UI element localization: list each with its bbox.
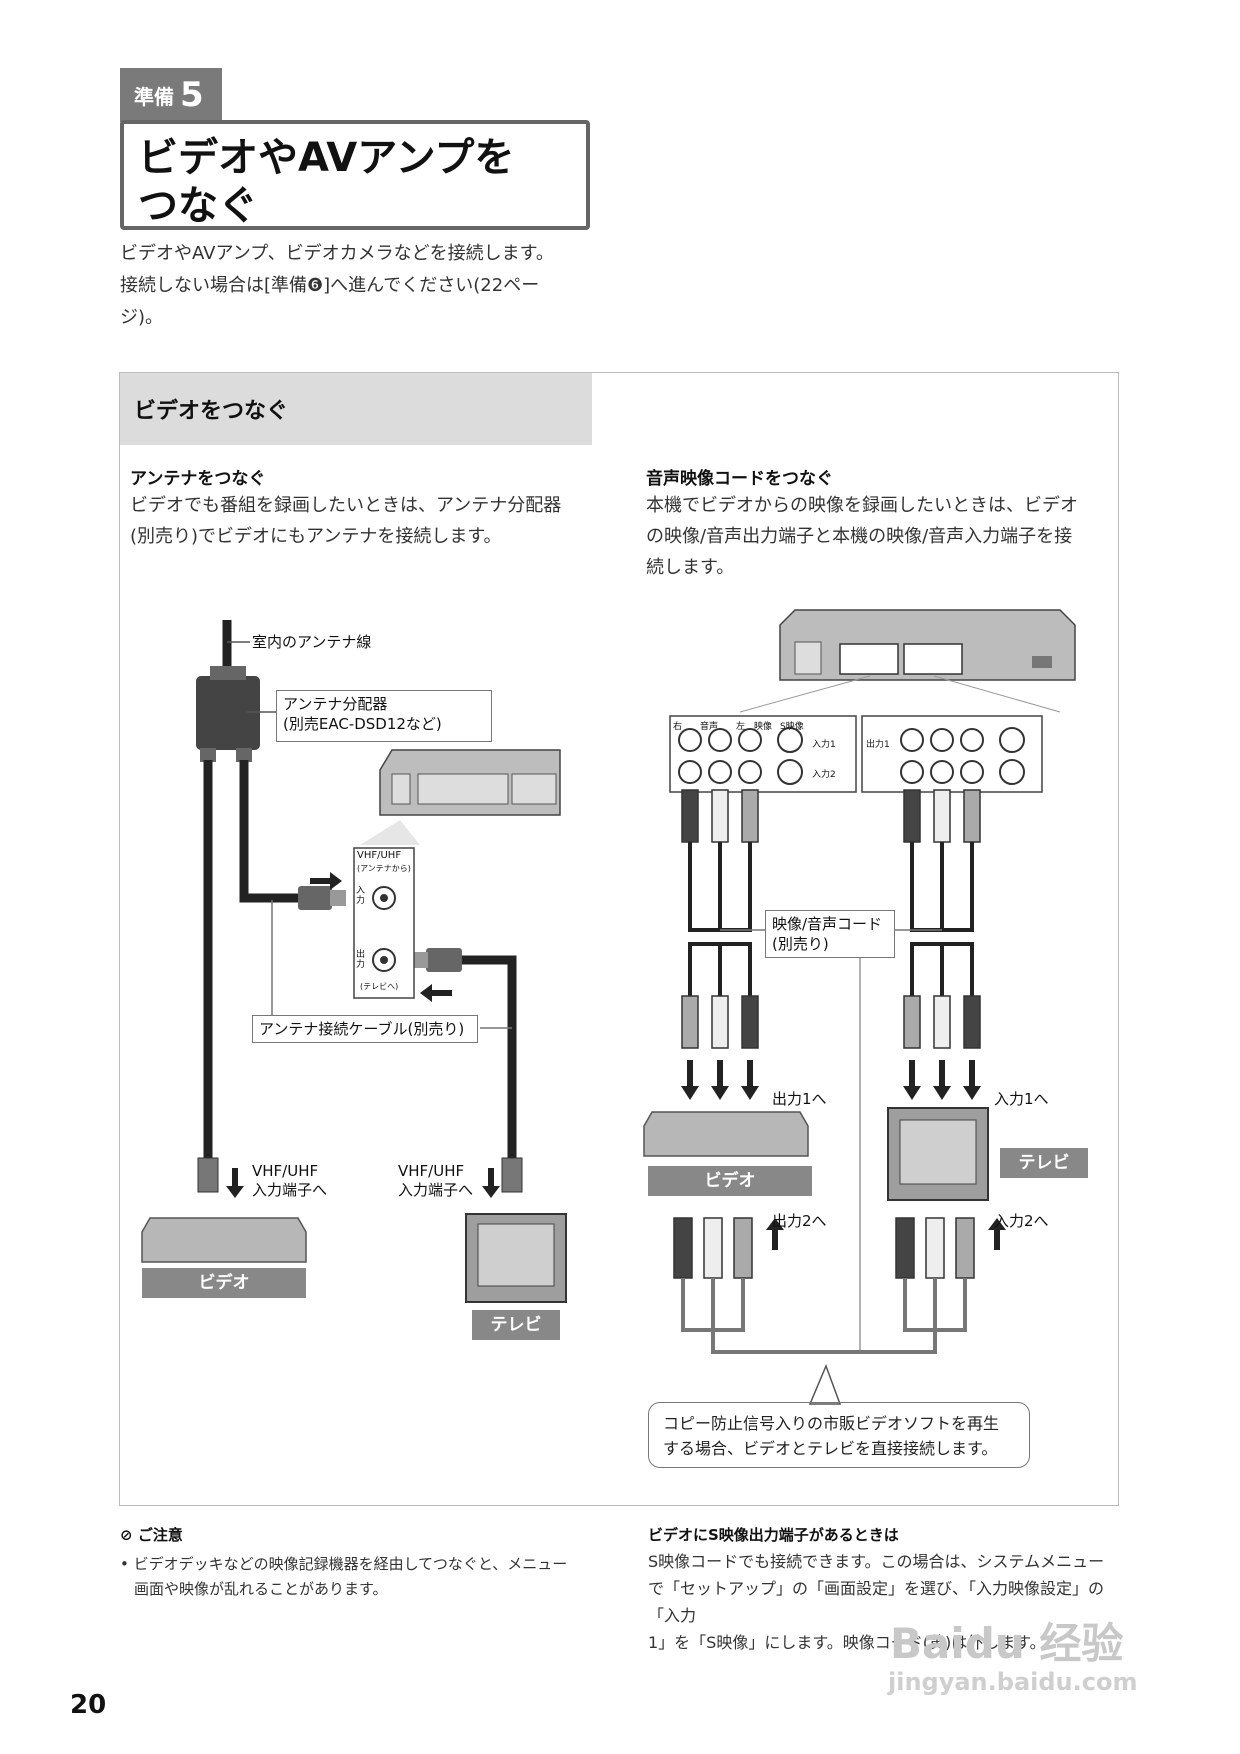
callout-line-2: する場合、ビデオとテレビを直接接続します。 <box>663 1439 998 1458</box>
video-deck-right <box>643 1111 809 1157</box>
title-line-2: つなぐ <box>138 183 258 229</box>
terminal-1-line-2: 入力端子へ <box>252 1181 328 1199</box>
jack-vhf-label: VHF/UHF <box>357 850 402 861</box>
av-cord-label-line-1: 映像/音声コード <box>772 915 883 933</box>
av-cord-body: 本機でビデオからの映像を録画したいときは、ビデオ の映像/音声出力端子と本機の映… <box>646 490 1116 583</box>
caution-icon: ⊘ <box>120 1526 133 1544</box>
svideo-tip-line-3: 1」を「S映像」にします。映像コード(黄)は外します。 <box>648 1633 1046 1652</box>
antenna-body: ビデオでも番組を録画したいときは、アンテナ分配器 (別売り)でビデオにもアンテナ… <box>130 490 600 552</box>
splitter-label-line-1: アンテナ分配器 <box>283 695 388 713</box>
step-label: 準備 <box>134 84 174 109</box>
to-input2-label: 入力2へ <box>994 1212 1049 1230</box>
svideo-tip-body: S映像コードでも接続できます。この場合は、システムメニュー で「セットアップ」の… <box>648 1548 1118 1656</box>
jack-out-label: 出力 <box>356 950 366 970</box>
intro-line-3: ジ)。 <box>120 307 164 328</box>
section-title: ビデオをつなぐ <box>120 373 592 445</box>
intro-line-1: ビデオやAVアンプ、ビデオカメラなどを接続します。 <box>120 243 554 264</box>
title-line-1: ビデオやAVアンプを <box>138 135 515 181</box>
intro-line-2: 接続しない場合は[準備❻]へ進んでください(22ペー <box>120 275 540 296</box>
to-input1-label: 入力1へ <box>994 1090 1049 1108</box>
antenna-jack-panel <box>353 847 415 999</box>
svideo-tip-line-2: で「セットアップ」の「画面設定」を選び、「入力映像設定」の「入力 <box>648 1579 1105 1625</box>
antenna-body-line-2: (別売り)でビデオにもアンテナを接続します。 <box>130 526 502 547</box>
step-tab: 準備 5 <box>120 68 222 122</box>
tv-tag-left: テレビ <box>472 1310 560 1340</box>
av-cord-heading: 音声映像コードをつなぐ <box>646 469 833 489</box>
svideo-tip-heading: ビデオにS映像出力端子があるときは <box>648 1526 899 1544</box>
splitter-label: アンテナ分配器 (別売EAC-DSD12など) <box>276 690 492 742</box>
baidu-watermark: Baidu 经验 <box>890 1619 1124 1668</box>
terminal-2-line-2: 入力端子へ <box>398 1181 474 1199</box>
section-frame <box>119 372 1119 1506</box>
splitter-label-line-2: (別売EAC-DSD12など) <box>283 715 442 733</box>
page-title: ビデオやAVアンプを つなぐ <box>120 120 590 230</box>
av-cord-label-line-2: (別売り) <box>772 935 829 953</box>
antenna-wire-label: 室内のアンテナ線 <box>252 633 372 651</box>
panel-label-right: 右 <box>673 722 683 732</box>
step-number: 5 <box>180 75 204 115</box>
panel-label-audio: 音声 <box>700 722 719 732</box>
av-cord-body-line-1: 本機でビデオからの映像を録画したいときは、ビデオ <box>646 495 1078 516</box>
antenna-cable-label: アンテナ接続ケーブル(別売り) <box>252 1015 478 1043</box>
svideo-tip-line-1: S映像コードでも接続できます。この場合は、システムメニュー <box>648 1552 1105 1571</box>
panel-label-svideo: S映像 <box>780 722 804 732</box>
cable-to-recorder <box>239 760 300 903</box>
video-tag-right: ビデオ <box>648 1166 812 1196</box>
tv-tag-right: テレビ <box>1000 1148 1088 1178</box>
av-cord-body-line-2: の映像/音声出力端子と本機の映像/音声入力端子を接 <box>646 526 1073 547</box>
video-tag-left: ビデオ <box>142 1268 306 1298</box>
callout-line-1: コピー防止信号入りの市販ビデオソフトを再生 <box>663 1414 1000 1433</box>
page-number: 20 <box>70 1690 107 1720</box>
copy-protect-callout: コピー防止信号入りの市販ビデオソフトを再生 する場合、ビデオとテレビを直接接続し… <box>648 1402 1030 1468</box>
antenna-heading: アンテナをつなぐ <box>130 469 266 489</box>
caution-line-1: • ビデオデッキなどの映像記録機器を経由してつなぐと、メニュー <box>120 1555 568 1573</box>
antenna-body-line-1: ビデオでも番組を録画したいときは、アンテナ分配器 <box>130 495 562 516</box>
caution-line-2: 画面や映像が乱れることがあります。 <box>134 1580 388 1598</box>
panel-label-left: 左 <box>736 722 746 732</box>
terminal-1-label: VHF/UHF 入力端子へ <box>252 1162 327 1200</box>
panel-label-video: 映像 <box>754 722 773 732</box>
baidu-watermark-url: jingyan.baidu.com <box>888 1668 1138 1696</box>
panel-label-in2: 入力2 <box>812 770 836 780</box>
intro-text: ビデオやAVアンプ、ビデオカメラなどを接続します。 接続しない場合は[準備❻]へ… <box>120 238 590 334</box>
plug-tv <box>501 1157 523 1193</box>
terminal-1-line-1: VHF/UHF <box>252 1162 319 1180</box>
caution-body: • ビデオデッキなどの映像記録機器を経由してつなぐと、メニュー 画面や映像が乱れ… <box>120 1552 590 1602</box>
av-cord-body-line-3: 続します。 <box>646 557 735 578</box>
terminal-2-label: VHF/UHF 入力端子へ <box>398 1162 473 1200</box>
panel-label-out1: 出力1 <box>866 740 890 750</box>
video-deck-left <box>141 1217 307 1263</box>
panel-label-in1: 入力1 <box>812 740 836 750</box>
terminal-2-line-1: VHF/UHF <box>398 1162 465 1180</box>
cable-to-tv <box>462 955 517 1160</box>
jack-to-tv: (テレビへ) <box>360 982 399 991</box>
caution-heading: ⊘ ご注意 <box>120 1524 183 1545</box>
plug-video <box>197 1157 219 1193</box>
output-jack-panel <box>669 715 857 793</box>
av-cord-label: 映像/音声コード (別売り) <box>765 910 895 958</box>
caution-title: ご注意 <box>137 1526 183 1544</box>
to-output1-label: 出力1へ <box>772 1090 827 1108</box>
jack-in-label: 入力 <box>356 886 366 906</box>
jack-from-antenna: (アンテナから) <box>357 864 411 873</box>
splitter-device <box>196 676 260 750</box>
to-output2-label: 出力2へ <box>772 1212 827 1230</box>
